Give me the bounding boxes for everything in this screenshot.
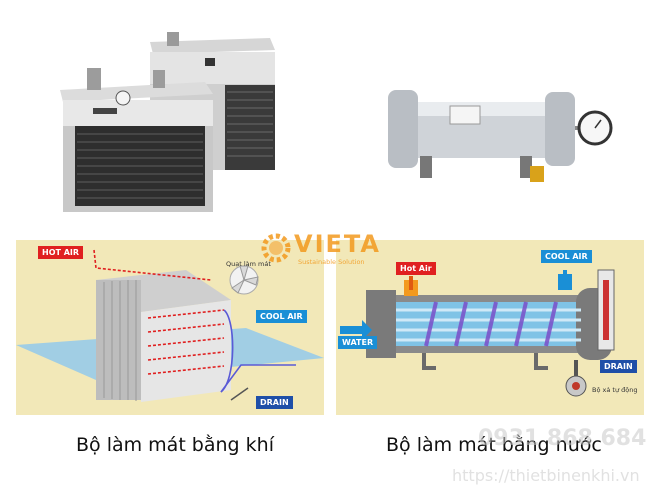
brand-logo: VIETA Sustainable Solution	[258, 228, 408, 270]
air-cooler-caption: Bộ làm mát bằng khí	[76, 434, 274, 456]
drain-label: DRAIN	[256, 396, 293, 409]
water-cooler-caption: Bộ làm mát bằng nước	[386, 434, 602, 456]
auto-drain-label: Bộ xả tự động	[592, 386, 638, 394]
air-cooler-diagram: HOT AIR Quạt làm mát COOL AIR DRAIN	[16, 240, 324, 415]
cool-air-label: COOL AIR	[541, 250, 592, 263]
watermark-phone: 0931 868 684	[478, 426, 647, 451]
drain-label: DRAIN	[600, 360, 637, 373]
cool-air-label: COOL AIR	[256, 310, 307, 323]
hot-air-label: Hot Air	[396, 262, 436, 275]
brand-name: VIETA	[294, 230, 381, 258]
water-cooled-unit-photo	[380, 80, 620, 195]
brand-tagline: Sustainable Solution	[298, 258, 365, 266]
hot-air-label: HOT AIR	[38, 246, 84, 259]
gear-icon	[261, 233, 291, 263]
watermark-url: https://thietbinenkhi.vn	[452, 466, 640, 485]
water-label: WATER	[338, 336, 378, 349]
water-cooler-diagram: Hot Air COOL AIR WATER DRAIN Bộ xả tự độ…	[336, 240, 644, 415]
fan-label: Quạt làm mát	[226, 260, 271, 268]
air-cooled-units-photo	[55, 30, 285, 220]
